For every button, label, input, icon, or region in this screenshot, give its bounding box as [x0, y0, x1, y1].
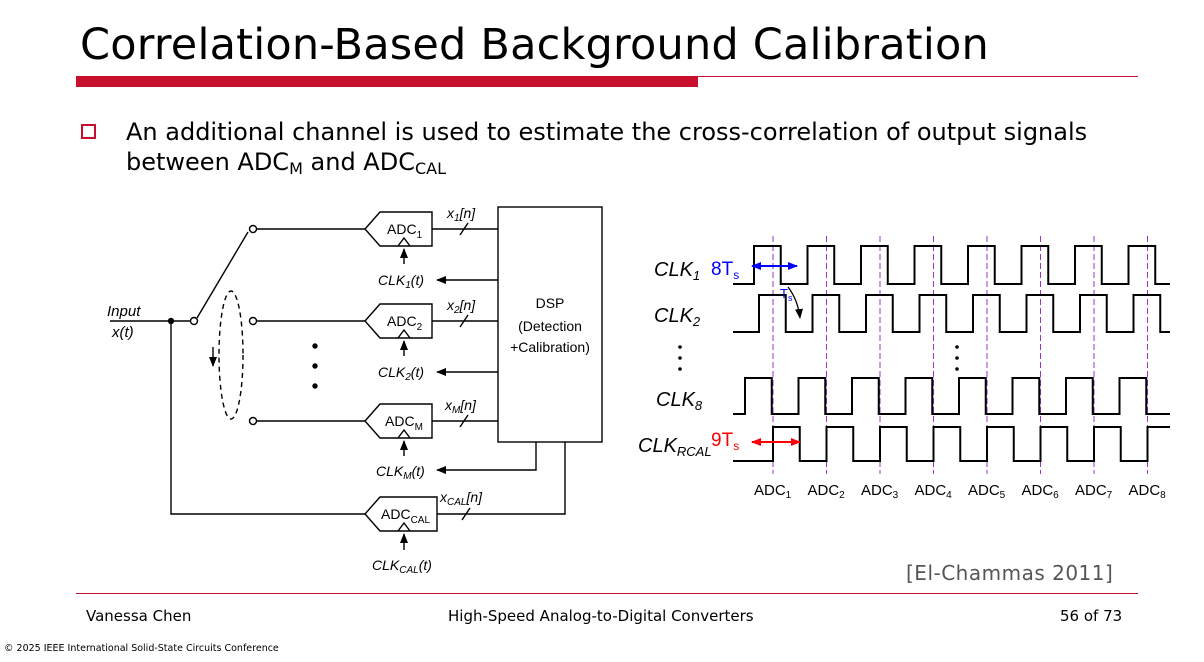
x1-label: x1[n] — [446, 205, 476, 224]
clk1-waveform — [733, 245, 1170, 285]
bus-slash — [459, 414, 469, 428]
footer-course: High-Speed Analog-to-Digital Converters — [448, 607, 754, 625]
adc-label-3: ADC3 — [861, 482, 899, 501]
bullet-text: An additional channel is used to estimat… — [126, 117, 1116, 177]
adc-label-8: ADC8 — [1129, 482, 1167, 501]
dsp-block — [497, 206, 603, 443]
footer-divider — [76, 593, 1138, 594]
clkcal-label: CLKCAL(t) — [372, 557, 432, 576]
ellipsis-dot — [955, 367, 959, 371]
switch-rotation-ellipse — [218, 290, 244, 420]
annotation-9ts: 9Ts — [711, 430, 739, 453]
adc-label-4: ADC4 — [915, 482, 953, 501]
dsp-label-2: (Detection — [518, 318, 582, 334]
ts-offset-arrow — [787, 286, 803, 319]
bullet-sub-m: M — [289, 159, 303, 178]
bullet-sub-cal: CAL — [414, 159, 446, 178]
block-diagram: Input x(t) — [107, 206, 603, 550]
clock-input-triangle — [397, 521, 411, 532]
bullet-text-part1: An additional channel is used to estimat… — [126, 118, 1088, 176]
title-underline-thick — [76, 77, 698, 87]
clock-label-8: CLK8 — [656, 389, 703, 413]
adc2-label: ADC2 — [387, 313, 423, 333]
dsp-label-3: +Calibration) — [510, 339, 590, 355]
clkrcal-waveform — [733, 426, 1170, 462]
annotation-ts: Ts — [780, 286, 793, 303]
switch-pivot — [189, 316, 199, 326]
adc1-label: ADC1 — [387, 221, 423, 241]
switch-terminal-2 — [248, 316, 258, 326]
ellipsis-dot — [955, 356, 959, 360]
title-underline-thin — [76, 76, 1138, 77]
clkm-from-dsp — [436, 442, 537, 474]
bus-slash — [461, 507, 471, 521]
clock-input-triangle — [397, 328, 411, 339]
clk2-waveform — [733, 294, 1170, 333]
footer-page: 56 of 73 — [1060, 607, 1123, 625]
reference-citation: [El-Chammas 2011] — [906, 561, 1114, 585]
ellipsis-dot — [955, 345, 959, 349]
dsp-label-1: DSP — [536, 295, 565, 311]
switch-arm — [196, 231, 249, 319]
bullet-text-part2: and ADC — [302, 148, 415, 176]
ellipsis-dot — [678, 345, 682, 349]
adc-label-1: ADC1 — [754, 482, 792, 501]
input-label: Input — [107, 303, 141, 320]
ellipsis-dot — [312, 363, 318, 369]
clk1-label: CLK1(t) — [378, 272, 424, 291]
switch-terminal-1 — [248, 224, 258, 234]
adc-label-6: ADC6 — [1022, 482, 1060, 501]
adc-label-5: ADC5 — [968, 482, 1006, 501]
footer-author: Vanessa Chen — [86, 607, 192, 625]
adccal-label: ADCCAL — [381, 506, 430, 526]
ellipsis-dot — [678, 367, 682, 371]
clock-label-rcal: CLKRCAL — [638, 435, 712, 459]
xcal-label: xCAL[n] — [439, 489, 483, 508]
wire-to-adccal — [170, 321, 365, 515]
clkm-label: CLKM(t) — [376, 463, 425, 482]
ellipsis-dot — [678, 356, 682, 360]
slide-title: Correlation-Based Background Calibration — [80, 20, 989, 70]
input-signal-label: x(t) — [111, 324, 134, 341]
ellipsis-dot — [312, 343, 318, 349]
annotation-8ts: 8Ts — [711, 259, 739, 282]
bus-slash — [459, 222, 469, 236]
clock-label-2: CLK2 — [654, 305, 701, 329]
adc-label-7: ADC7 — [1075, 482, 1113, 501]
bullet-square-icon — [81, 124, 96, 139]
clock-input-triangle — [397, 428, 411, 439]
adcm-label: ADCM — [385, 413, 423, 433]
clk8-waveform — [733, 377, 1170, 415]
clk2-label: CLK2(t) — [378, 364, 424, 383]
x2-label: x2[n] — [446, 297, 476, 316]
bus-slash — [459, 314, 469, 328]
clock-label-1: CLK1 — [654, 259, 700, 283]
copyright-notice: © 2025 IEEE International Solid-State Ci… — [4, 643, 279, 654]
ellipsis-dot — [312, 383, 318, 389]
clock-input-triangle — [397, 236, 411, 247]
switch-terminal-m — [248, 416, 258, 426]
xcal-output-bus — [437, 442, 566, 515]
block-diagram-labels: ADC1 ADC2 ADCM ADCCAL x1[n] x2[n] xM[n] … — [372, 205, 590, 576]
xm-label: xM[n] — [444, 397, 477, 416]
adc-label-2: ADC2 — [808, 482, 846, 501]
